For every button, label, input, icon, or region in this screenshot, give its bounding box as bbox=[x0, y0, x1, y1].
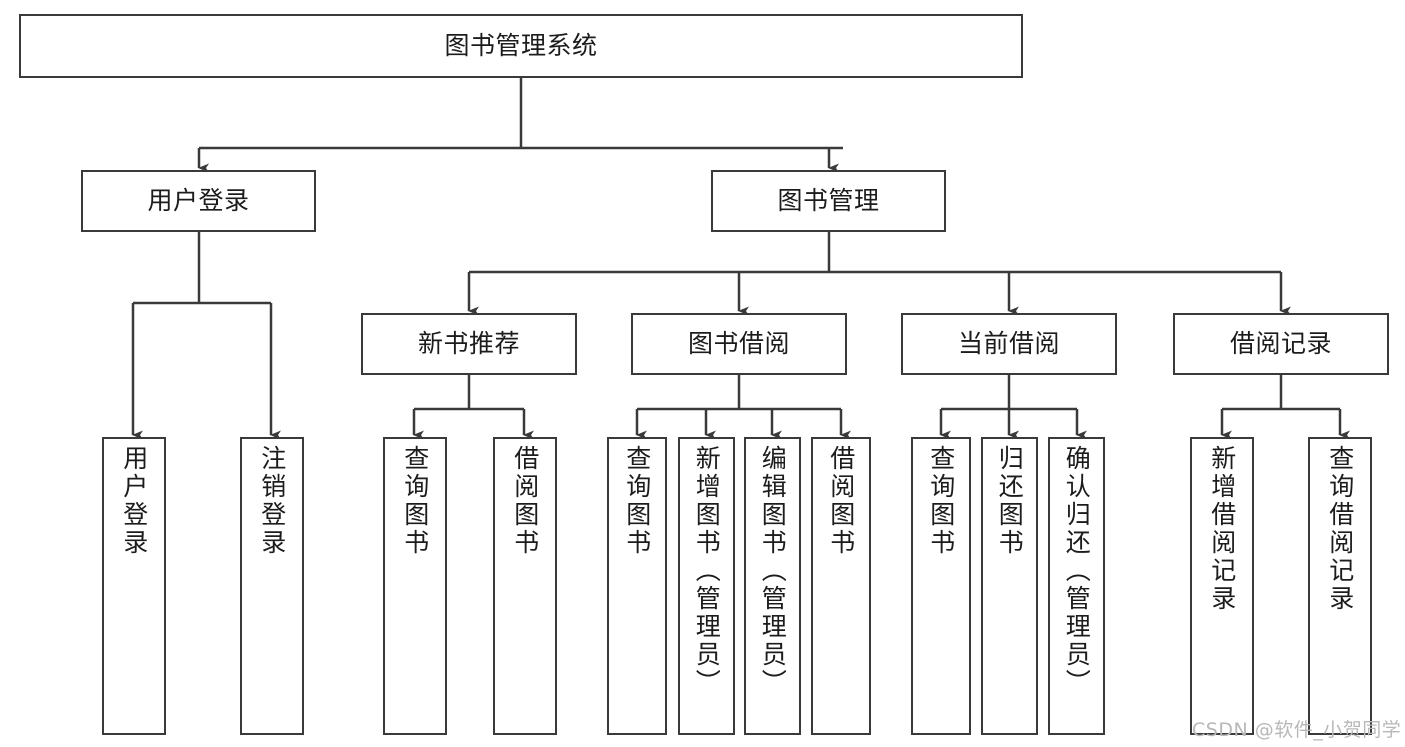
node-label: 归还图书 bbox=[995, 445, 1025, 557]
node-label: 新书推荐 bbox=[417, 329, 520, 358]
leaf-book-borrow-borrow[interactable]: 借阅图书 bbox=[811, 437, 871, 735]
leaf-current-borrow-query[interactable]: 查询图书 bbox=[911, 437, 971, 735]
node-current-borrow[interactable]: 当前借阅 bbox=[901, 313, 1117, 375]
node-label: 图书管理 bbox=[777, 186, 880, 215]
leaf-book-borrow-edit[interactable]: 编辑图书（管理员） bbox=[744, 437, 801, 735]
leaf-book-borrow-query[interactable]: 查询图书 bbox=[607, 437, 667, 735]
node-new-book-recommend[interactable]: 新书推荐 bbox=[361, 313, 577, 375]
node-label: 用户登录 bbox=[119, 445, 149, 557]
node-user-login[interactable]: 用户登录 bbox=[81, 170, 316, 232]
leaf-records-add[interactable]: 新增借阅记录 bbox=[1190, 437, 1254, 735]
node-root-book-management-system[interactable]: 图书管理系统 bbox=[19, 14, 1023, 78]
node-label: 查询借阅记录 bbox=[1325, 445, 1355, 613]
node-label: 新增图书（管理员） bbox=[692, 445, 722, 697]
node-label: 借阅图书 bbox=[510, 445, 540, 557]
csdn-watermark: CSDN @软件_小贺同学 bbox=[1192, 719, 1402, 741]
leaf-current-borrow-return[interactable]: 归还图书 bbox=[981, 437, 1038, 735]
leaf-user-login-signout[interactable]: 注销登录 bbox=[240, 437, 304, 735]
node-label: 查询图书 bbox=[400, 445, 430, 557]
node-label: 图书管理系统 bbox=[444, 31, 598, 60]
node-label: 查询图书 bbox=[926, 445, 956, 557]
node-label: 注销登录 bbox=[257, 445, 287, 557]
leaf-records-query[interactable]: 查询借阅记录 bbox=[1308, 437, 1372, 735]
node-label: 当前借阅 bbox=[957, 329, 1060, 358]
node-label: 用户登录 bbox=[147, 186, 250, 215]
node-label: 新增借阅记录 bbox=[1207, 445, 1237, 613]
node-label: 借阅记录 bbox=[1229, 329, 1332, 358]
node-label: 借阅图书 bbox=[826, 445, 856, 557]
node-book-management[interactable]: 图书管理 bbox=[711, 170, 946, 232]
node-label: 图书借阅 bbox=[687, 329, 790, 358]
leaf-new-book-query[interactable]: 查询图书 bbox=[383, 437, 447, 735]
leaf-current-borrow-confirm-return[interactable]: 确认归还（管理员） bbox=[1048, 437, 1105, 735]
node-label: 确认归还（管理员） bbox=[1062, 445, 1092, 697]
node-label: 编辑图书（管理员） bbox=[758, 445, 788, 697]
leaf-book-borrow-add[interactable]: 新增图书（管理员） bbox=[678, 437, 735, 735]
node-label: 查询图书 bbox=[622, 445, 652, 557]
node-book-borrow[interactable]: 图书借阅 bbox=[631, 313, 847, 375]
leaf-user-login-signin[interactable]: 用户登录 bbox=[102, 437, 166, 735]
leaf-new-book-borrow[interactable]: 借阅图书 bbox=[493, 437, 557, 735]
node-borrow-records[interactable]: 借阅记录 bbox=[1173, 313, 1389, 375]
